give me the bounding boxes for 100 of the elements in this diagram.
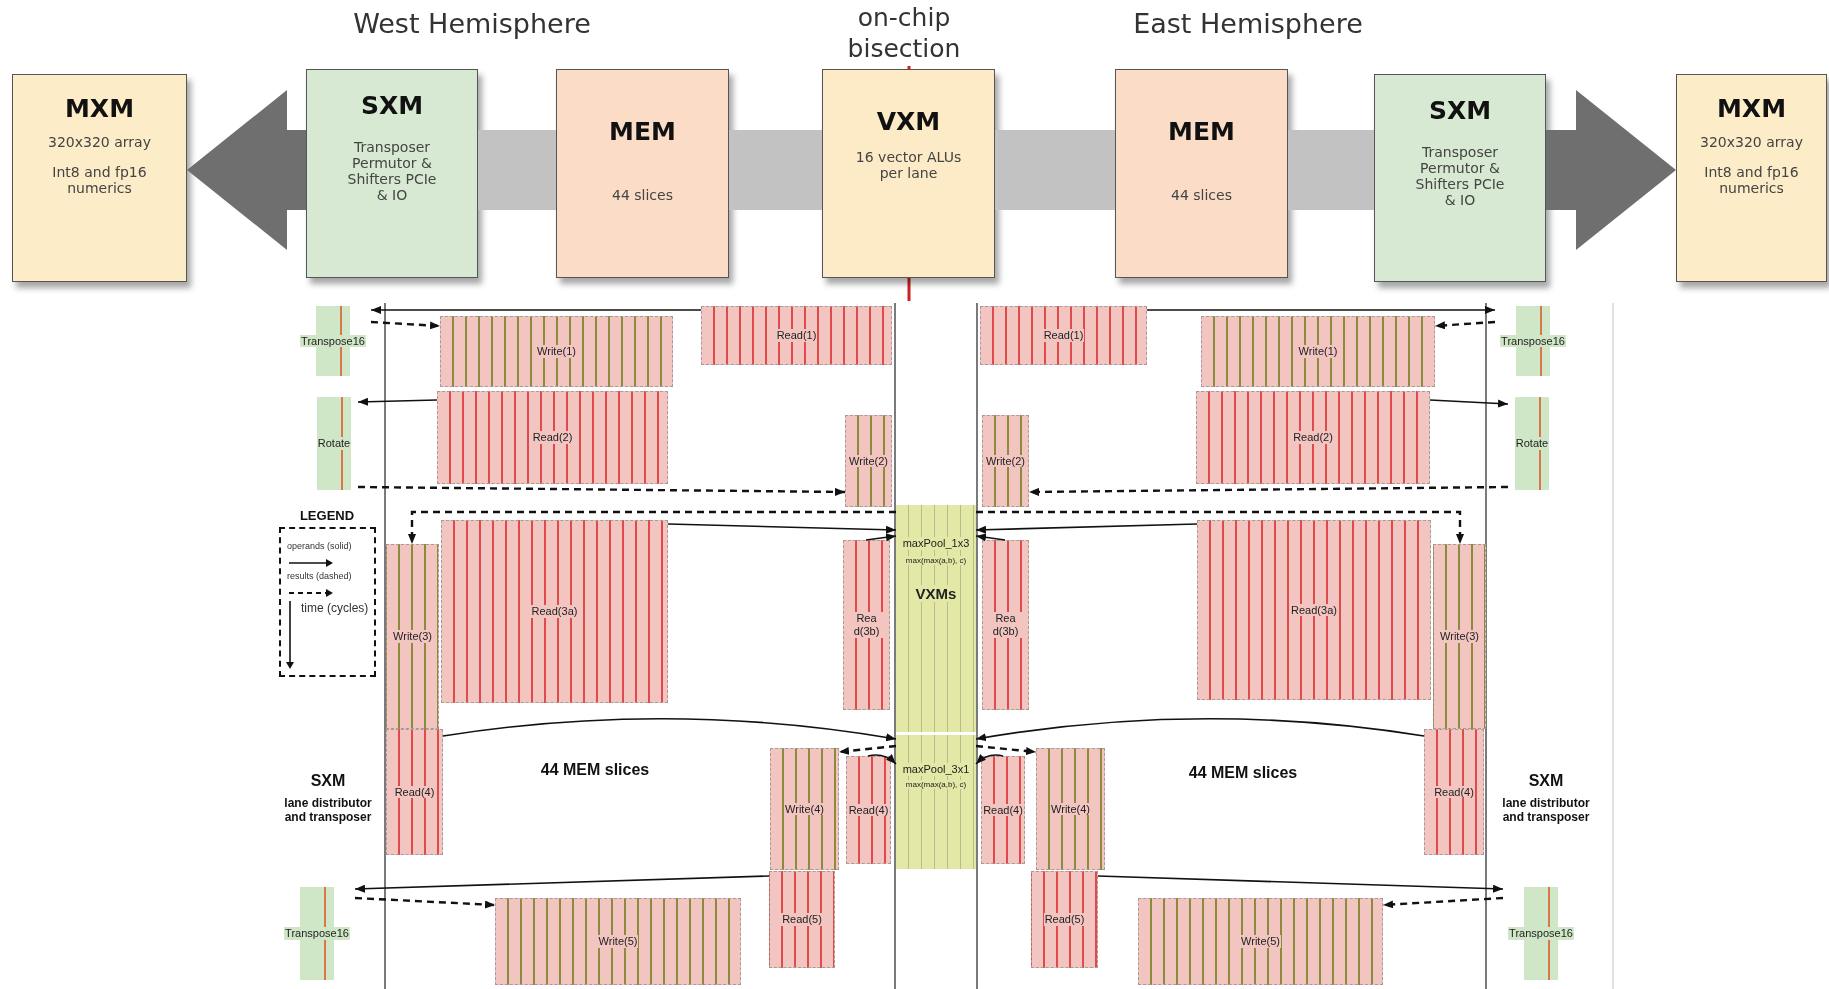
formula-text: max(max(a,b), c) xyxy=(904,779,968,789)
memory-write-block xyxy=(982,415,1029,507)
memory-read-block xyxy=(1031,871,1098,968)
processing-unit-box xyxy=(306,69,478,278)
operation-label: Read(2) xyxy=(1292,431,1334,444)
operand-arrow xyxy=(667,523,897,534)
operand-arrow xyxy=(975,523,1198,534)
memory-write-block xyxy=(1433,544,1486,729)
operation-label: Rotate xyxy=(1514,437,1550,450)
operation-label: Rotate xyxy=(316,437,352,450)
unit-description: Transposer Permutor & Shifters PCIe & IO xyxy=(1414,143,1506,209)
memory-write-block xyxy=(440,316,673,387)
unit-title: MEM xyxy=(609,118,676,147)
unit-title: VXMs xyxy=(914,584,958,603)
legend-label: operands (solid) xyxy=(287,541,352,551)
legend-label: results (dashed) xyxy=(287,571,352,581)
operation-label: Write(2) xyxy=(985,454,1026,468)
region-label: lane distributor and transposer xyxy=(283,796,373,825)
operation-label: Transpose16 xyxy=(284,927,350,940)
memory-read-block xyxy=(982,540,1029,710)
operation-label: Read(4) xyxy=(982,803,1024,817)
memory-write-block xyxy=(1036,748,1105,870)
operation-label: Read(3a) xyxy=(1290,603,1338,617)
processing-unit-box xyxy=(1374,74,1546,282)
formula-text: max(max(a,b), c) xyxy=(904,555,968,565)
operation-label: maxPool_3x1 xyxy=(901,763,971,776)
memory-read-block xyxy=(1424,729,1484,855)
operation-label: Read(5) xyxy=(781,913,823,926)
unit-description: 320x320 array xyxy=(48,133,151,150)
result-arrow xyxy=(1382,896,1504,909)
unit-title: MEM xyxy=(1168,118,1235,147)
operand-arrow xyxy=(975,533,1006,542)
memory-read-block xyxy=(980,306,1147,365)
memory-write-block xyxy=(1138,898,1383,985)
memory-write-block xyxy=(386,544,439,729)
operation-label: Write(4) xyxy=(1050,802,1091,816)
operation-label: maxPool_1x3 xyxy=(901,537,971,550)
operand-arrow xyxy=(370,306,702,314)
memory-read-block xyxy=(1196,391,1430,484)
unit-description: 44 slices xyxy=(1171,186,1232,203)
operation-label: Read(4) xyxy=(847,803,890,817)
block-arrow xyxy=(187,90,306,250)
block-arrow xyxy=(1546,90,1676,250)
operation-label: Transpose16 xyxy=(300,334,366,348)
unit-title: SXM xyxy=(1428,97,1492,126)
memory-read-block xyxy=(441,520,668,703)
memory-read-block xyxy=(386,729,443,855)
unit-description: 44 slices xyxy=(612,186,673,203)
processing-unit-box xyxy=(556,69,729,278)
operation-label: Read(1) xyxy=(775,329,818,342)
memory-read-block xyxy=(981,756,1025,864)
operation-label: Write(3) xyxy=(392,630,433,643)
region-label: SXM xyxy=(1527,771,1565,791)
unit-title: MXM xyxy=(1717,95,1786,124)
operation-label: Transpose16 xyxy=(1500,334,1566,348)
region-label: 44 MEM slices xyxy=(1187,763,1299,783)
result-arrow xyxy=(1434,320,1496,330)
result-arrow xyxy=(975,744,1037,755)
heading: West Hemisphere xyxy=(352,8,592,41)
operand-arrow xyxy=(1097,875,1504,893)
memory-read-block xyxy=(1197,520,1431,700)
operand-arrow xyxy=(975,717,1425,742)
operation-label: Read(2) xyxy=(531,431,574,444)
result-arrow xyxy=(976,510,1464,544)
memory-write-block xyxy=(770,748,839,870)
operation-label: Write(1) xyxy=(536,345,577,358)
legend-label: time (cycles) xyxy=(301,601,369,615)
operation-label: Write(1) xyxy=(1297,345,1339,358)
result-arrow xyxy=(354,896,496,909)
legend-title: LEGEND xyxy=(298,508,356,524)
operation-label: Read(4) xyxy=(1433,785,1475,799)
operation-label: Write(4) xyxy=(784,802,825,816)
processing-unit-box xyxy=(822,69,995,278)
result-arrow xyxy=(1029,485,1508,496)
memory-read-block xyxy=(846,756,891,864)
operation-label: Write(5) xyxy=(597,935,639,948)
memory-write-block xyxy=(1201,316,1435,387)
unit-title: MXM xyxy=(65,95,134,124)
unit-title: SXM xyxy=(360,92,424,121)
vector-unit-block xyxy=(896,505,976,732)
operand-arrow xyxy=(975,754,1004,765)
operand-arrow xyxy=(867,754,897,765)
operation-label: Write(5) xyxy=(1240,935,1281,948)
operation-label: Read(1) xyxy=(1042,329,1085,342)
result-arrow xyxy=(838,744,897,755)
operation-label: Read(5) xyxy=(1043,913,1086,926)
unit-title: VXM xyxy=(876,108,941,137)
operand-arrow xyxy=(1146,306,1496,314)
heading: on-chip bisection xyxy=(846,2,962,65)
processing-unit-box xyxy=(1115,69,1288,278)
operation-label: Write(2) xyxy=(848,454,889,468)
unit-description: Int8 and fp16 numerics xyxy=(1703,163,1800,197)
region-label: lane distributor and transposer xyxy=(1501,796,1591,825)
operation-label: Read(4) xyxy=(393,785,436,799)
result-arrow xyxy=(358,485,845,496)
operand-arrow xyxy=(1429,399,1509,408)
operand-arrow xyxy=(442,717,897,742)
operand-arrow xyxy=(865,533,897,542)
memory-read-block xyxy=(437,391,668,484)
unit-description: 320x320 array xyxy=(1700,133,1803,150)
